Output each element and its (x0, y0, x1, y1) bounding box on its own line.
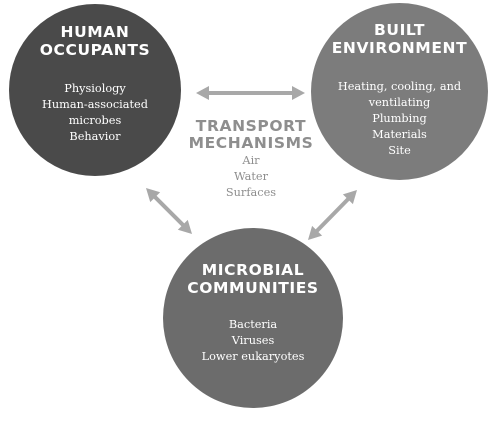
microbial-item-viruses: Viruses (231, 334, 275, 347)
arrow-human-microbial-head-start (146, 188, 161, 203)
built-environment-items: Heating, cooling, and ventilating Plumbi… (311, 79, 488, 159)
built-item-materials: Materials (372, 128, 427, 141)
microbial-communities-items: Bacteria Viruses Lower eukaryotes (163, 317, 343, 365)
arrow-human-microbial-shaft (152, 194, 186, 228)
human-occupants-items: Physiology Human-associated microbes Beh… (9, 81, 181, 145)
transport-item-surfaces: Surfaces (225, 186, 277, 199)
human-occupants-title: HUMAN OCCUPANTS (39, 23, 151, 59)
transport-mechanisms-label: TRANSPORT MECHANISMS Air Water Surfaces (176, 118, 326, 201)
arrow-built-microbial-shaft (314, 196, 351, 234)
built-item-plumbing: Plumbing (372, 112, 427, 125)
built-environment-title: BUILT ENVIRONMENT (331, 21, 468, 57)
microbial-item-eukaryotes: Lower eukaryotes (201, 350, 305, 363)
arrow-built-microbial-head-end (308, 225, 323, 240)
transport-mechanisms-items: Air Water Surfaces (176, 153, 326, 201)
built-environment-node: BUILT ENVIRONMENT Heating, cooling, and … (311, 3, 488, 180)
human-occupants-node: HUMAN OCCUPANTS Physiology Human-associa… (9, 4, 181, 176)
arrow-human-built-head-end (292, 86, 305, 100)
built-item-hvac: Heating, cooling, and ventilating (337, 80, 462, 109)
built-item-site: Site (388, 144, 411, 157)
transport-item-water: Water (234, 170, 268, 183)
arrow-human-microbial-head-end (177, 219, 192, 234)
microbial-communities-node: MICROBIAL COMMUNITIES Bacteria Viruses L… (163, 228, 343, 408)
arrow-human-built-head-start (196, 86, 209, 100)
human-item-physiology: Physiology (64, 82, 126, 95)
human-item-microbes: Human-associated microbes (42, 98, 148, 127)
transport-mechanisms-title: TRANSPORT MECHANISMS (188, 117, 314, 152)
arrow-built-microbial-head-start (342, 190, 357, 205)
transport-item-air: Air (242, 154, 260, 167)
human-item-behavior: Behavior (69, 130, 121, 143)
microbial-item-bacteria: Bacteria (228, 318, 278, 331)
microbial-communities-title: MICROBIAL COMMUNITIES (187, 261, 319, 297)
